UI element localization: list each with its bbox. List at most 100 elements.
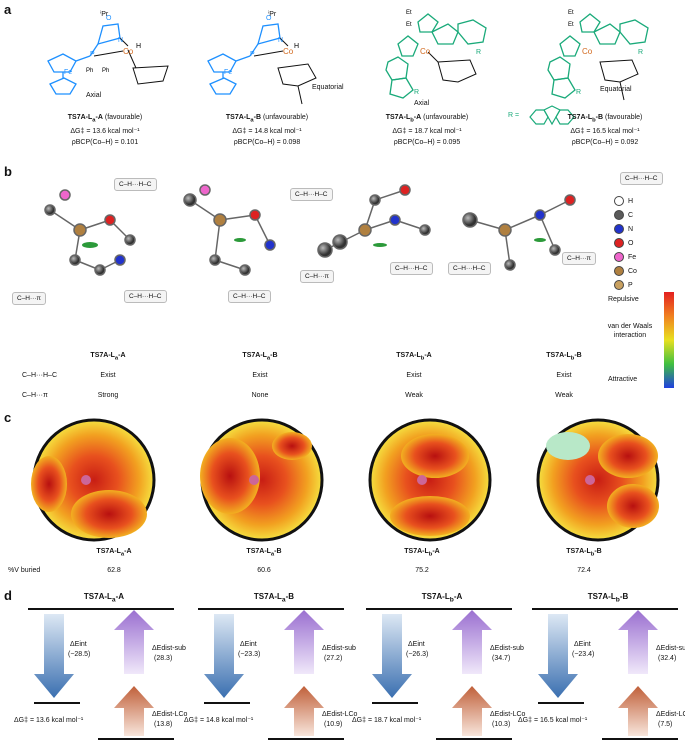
legend-item-fe: Fe bbox=[614, 252, 636, 262]
interaction-energy-value: (−23.4) bbox=[572, 651, 595, 658]
energy-title-part: b bbox=[449, 596, 454, 604]
lco-distortion-arrow bbox=[114, 686, 154, 736]
nci-cell: Strong bbox=[97, 392, 119, 399]
callout-chhc-3: C–H···H–C bbox=[228, 290, 271, 303]
ts-level-line bbox=[538, 702, 584, 704]
svg-text:Fe: Fe bbox=[224, 69, 232, 76]
svg-text:Et: Et bbox=[406, 22, 412, 28]
legend-dot-icon bbox=[614, 252, 624, 262]
energy-title-part: -A bbox=[115, 592, 125, 601]
lco-distortion-arrow bbox=[618, 686, 658, 736]
energy-title-part: TS7A-L bbox=[253, 592, 282, 601]
substrate-distortion-label: ΔEdist-sub bbox=[490, 645, 524, 652]
nci-cell: Weak bbox=[555, 392, 573, 399]
steric-maps bbox=[31, 418, 660, 542]
substrate-distortion-arrow bbox=[284, 610, 324, 674]
interaction-arrow bbox=[372, 614, 412, 698]
panel-d-letter: d bbox=[4, 588, 12, 603]
lco-distortion-label: ΔEdist-LCo bbox=[152, 711, 188, 718]
nci-row-label-2: C–H···π bbox=[22, 392, 48, 399]
energy-title-part: b bbox=[615, 596, 620, 604]
vburied-value: 75.2 bbox=[415, 567, 429, 574]
bottom-level-line bbox=[268, 738, 344, 740]
top-level-line bbox=[366, 608, 512, 610]
energy-title-part: a bbox=[111, 596, 116, 604]
energy-diagram-title: TS7A-Lb-A bbox=[382, 592, 502, 604]
interaction-energy-label: ΔEint bbox=[70, 641, 87, 648]
ts-level-line bbox=[372, 702, 418, 704]
energy-title-part: a bbox=[281, 596, 286, 604]
structure-3-drawing: Co Et Et R R bbox=[385, 10, 487, 99]
structure-2-ipr: ⁱPr bbox=[268, 11, 277, 18]
callout-chpi-2: C–H···π bbox=[300, 270, 334, 283]
lco-distortion-label: ΔEdist-LCo bbox=[490, 711, 526, 718]
callout-chhc-6: C–H···H–C bbox=[448, 262, 491, 275]
energy-title-part: -B bbox=[285, 592, 295, 601]
structure-2-conformer: Equatorial bbox=[312, 84, 344, 91]
svg-text:Ph: Ph bbox=[86, 68, 93, 74]
interaction-energy-label: ΔEint bbox=[240, 641, 257, 648]
legend-item-h: H bbox=[614, 196, 633, 206]
svg-text:Ph: Ph bbox=[102, 68, 109, 74]
scale-attractive: Attractive bbox=[608, 376, 638, 383]
interaction-energy-label: ΔEint bbox=[408, 641, 425, 648]
nci-color-scale bbox=[664, 292, 674, 388]
legend-dot-icon bbox=[614, 224, 624, 234]
substrate-distortion-value: (34.7) bbox=[492, 655, 511, 662]
vburied-label: %V buried bbox=[8, 567, 41, 574]
callout-chpi-3: C–H···π bbox=[562, 252, 596, 265]
legend-dot-icon bbox=[614, 266, 624, 276]
substrate-distortion-arrow bbox=[114, 610, 154, 674]
steric-label-4: TS7A-Lb-B bbox=[566, 548, 602, 558]
structure-3-conformer: Axial bbox=[414, 100, 430, 107]
lco-distortion-arrow bbox=[452, 686, 492, 736]
svg-text:Co: Co bbox=[283, 47, 294, 56]
lco-distortion-value: (7.5) bbox=[658, 721, 673, 728]
structure-3-caption: TS7A-Lb-A (unfavourable) ΔG‡ = 18.7 kcal… bbox=[385, 114, 469, 147]
legend-dot-icon bbox=[614, 210, 624, 220]
lco-distortion-value: (10.9) bbox=[324, 721, 343, 728]
energy-arrows bbox=[34, 610, 154, 736]
steric-label-2: TS7A-La-B bbox=[246, 548, 282, 558]
legend-label: P bbox=[628, 281, 633, 289]
nci-models bbox=[44, 184, 576, 276]
legend-label: N bbox=[628, 225, 634, 233]
steric-label-3: TS7A-Lb-A bbox=[404, 548, 440, 558]
nci-cell: Exist bbox=[100, 372, 116, 379]
callout-chhc-4: C–H···H–C bbox=[290, 188, 333, 201]
substrate-distortion-arrow bbox=[618, 610, 658, 674]
vburied-value: 62.8 bbox=[107, 567, 121, 574]
top-level-line bbox=[532, 608, 678, 610]
nci-cell: Exist bbox=[252, 372, 268, 379]
callout-chpi-1: C–H···π bbox=[12, 292, 46, 305]
svg-text:P: P bbox=[250, 51, 255, 58]
nci-header-3: TS7A-Lb-A bbox=[396, 352, 432, 362]
energy-title-part: -B bbox=[619, 592, 629, 601]
ts-level-line bbox=[34, 702, 80, 704]
svg-text:O: O bbox=[106, 15, 112, 22]
nci-cell: None bbox=[251, 392, 269, 399]
panel-a-letter: a bbox=[4, 2, 12, 17]
panel-b-letter: b bbox=[4, 164, 12, 179]
energy-title-part: TS7A-L bbox=[83, 592, 112, 601]
energy-arrows bbox=[538, 610, 658, 736]
legend-item-co: Co bbox=[614, 266, 637, 276]
activation-energy-label: ΔG‡ = 14.8 kcal mol⁻¹ bbox=[184, 717, 254, 724]
lco-distortion-label: ΔEdist-LCo bbox=[656, 711, 685, 718]
nci-header-1: TS7A-La-A bbox=[90, 352, 126, 362]
interaction-energy-value: (−26.3) bbox=[406, 651, 429, 658]
legend-dot-icon bbox=[614, 238, 624, 248]
nci-row-label-1: C–H···H–C bbox=[22, 372, 57, 379]
lco-distortion-value: (13.8) bbox=[154, 721, 173, 728]
callout-chhc-2: C–H···H–C bbox=[124, 290, 167, 303]
callout-chhc-5: C–H···H–C bbox=[390, 262, 433, 275]
legend-label: H bbox=[628, 197, 634, 205]
svg-text:Et: Et bbox=[568, 22, 574, 28]
nci-header-4: TS7A-Lb-B bbox=[546, 352, 582, 362]
svg-text:R: R bbox=[576, 89, 581, 96]
svg-text:R: R bbox=[476, 49, 481, 56]
structure-4-conformer: Equatorial bbox=[600, 86, 632, 93]
nci-cell: Weak bbox=[405, 392, 423, 399]
scale-repulsive: Repulsive bbox=[608, 296, 639, 303]
svg-text:P: P bbox=[90, 51, 95, 58]
